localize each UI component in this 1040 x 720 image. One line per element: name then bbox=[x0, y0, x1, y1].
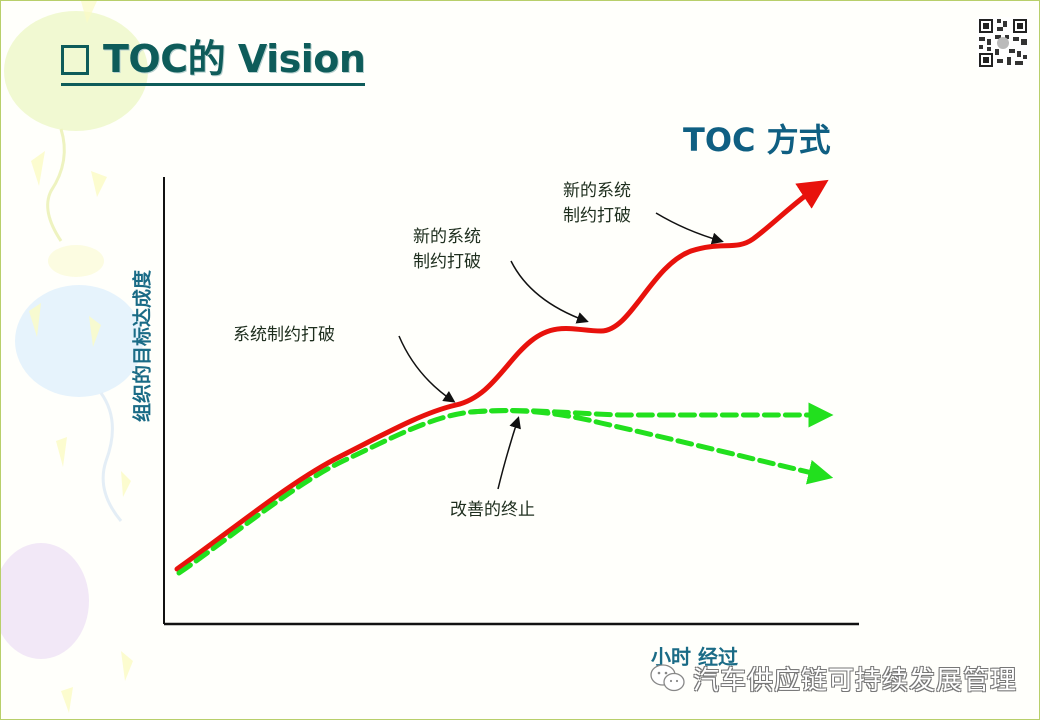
chart-title: TOC 方式 bbox=[683, 121, 831, 159]
annotation-improvement-stop: 改善的终止 bbox=[450, 500, 535, 520]
slide-title-text: TOC的 Vision bbox=[103, 37, 366, 81]
annotation-new-constraint-break-2: 新的系统 制约打破 bbox=[563, 179, 631, 229]
qr-code-icon bbox=[977, 17, 1029, 69]
annotation-arrow-1 bbox=[398, 335, 456, 403]
annotation-constraint-break: 系统制约打破 bbox=[233, 325, 335, 345]
watermark: 汽车供应链可持续发展管理 bbox=[649, 661, 1018, 696]
annotation-line: 制约打破 bbox=[413, 252, 481, 272]
improvement-stop-flat-curve bbox=[176, 402, 834, 576]
wechat-icon bbox=[650, 664, 685, 692]
watermark-text: 汽车供应链可持续发展管理 bbox=[693, 665, 1018, 696]
annotation-arrow-3 bbox=[655, 212, 724, 245]
annotation-new-constraint-break-1: 新的系统 制约打破 bbox=[413, 225, 481, 275]
toc-method-curve bbox=[174, 179, 829, 572]
annotation-arrow-4 bbox=[497, 416, 521, 490]
bullet-square-icon bbox=[61, 45, 89, 75]
improvement-stop-declining-curve bbox=[468, 408, 834, 485]
annotation-line: 新的系统 bbox=[563, 181, 631, 201]
annotation-line: 制约打破 bbox=[563, 206, 631, 226]
annotation-line: 新的系统 bbox=[413, 227, 481, 247]
annotation-arrow-2 bbox=[510, 260, 589, 324]
slide-title: TOC的 Vision bbox=[61, 35, 366, 86]
y-axis-label: 组织的目标达成度 bbox=[131, 269, 154, 423]
